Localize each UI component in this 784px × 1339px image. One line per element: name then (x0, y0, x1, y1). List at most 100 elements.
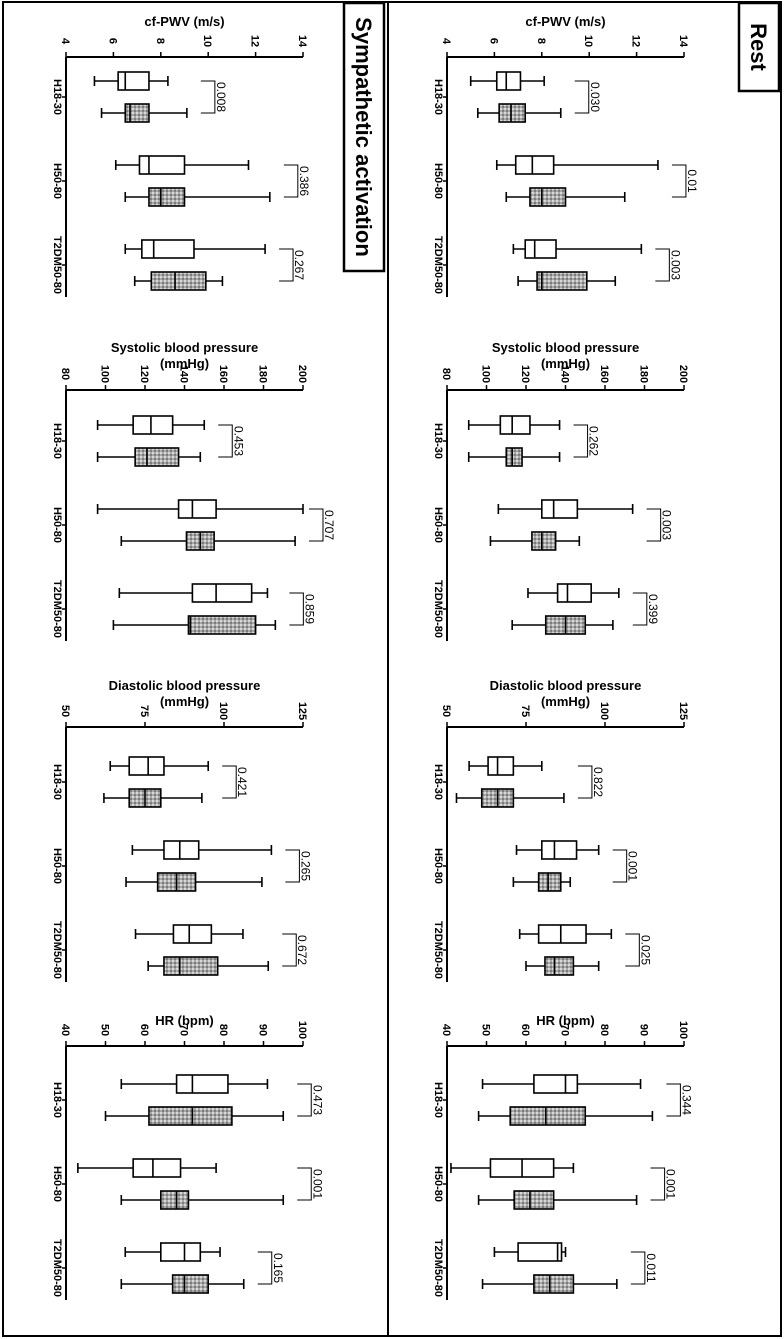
p-value-label: 0.386 (297, 166, 311, 196)
p-value-label: 0.262 (587, 426, 601, 456)
significance-bracket (630, 1251, 646, 1285)
p-value-label: 0.001 (310, 1169, 324, 1199)
axis-title: cf-PWV (m/s) (525, 14, 605, 29)
tick-label: 125 (296, 702, 308, 720)
open-box (191, 583, 253, 603)
category-label: H18-30 (432, 764, 444, 800)
tick-label: 75 (138, 705, 150, 717)
axis-title: Systolic blood pressure(mmHg) (492, 340, 639, 371)
p-value-label: 0.453 (231, 426, 245, 456)
significance-bracket (309, 508, 324, 542)
category-label: H50-80 (432, 163, 444, 199)
tick-label: 100 (217, 702, 229, 720)
significance-bracket (650, 1167, 666, 1201)
plot-2: Diastolic blood pressure(mmHg) 50 75 100 125… (51, 678, 312, 982)
open-box (132, 1158, 182, 1178)
tick-label: 60 (138, 1024, 150, 1036)
shaded-box (531, 531, 557, 551)
open-box (138, 155, 186, 175)
category-label: T2DM50-80 (51, 236, 63, 294)
p-value-label: 0.672 (295, 935, 309, 965)
significance-bracket (222, 765, 237, 799)
axis-title: cf-PWV (m/s) (144, 14, 224, 29)
shaded-box (509, 1106, 587, 1126)
tick-label: 90 (638, 1024, 650, 1036)
shaded-box (498, 103, 527, 123)
tick-label: 70 (178, 1024, 190, 1036)
significance-bracket (285, 849, 300, 883)
shaded-box (544, 956, 575, 976)
tick-label: 10 (582, 35, 594, 47)
significance-bracket (283, 164, 299, 198)
tick-label: 50 (59, 705, 71, 717)
tick-label: 160 (217, 365, 229, 383)
p-value-label: 0.421 (235, 767, 249, 797)
category-label: H50-80 (51, 507, 63, 543)
open-box (177, 499, 217, 519)
p-value-label: 0.822 (591, 767, 605, 797)
p-value-label: 0.01 (685, 169, 699, 193)
tick-label: 70 (559, 1024, 571, 1036)
tick-label: 8 (154, 38, 166, 44)
tick-label: 160 (598, 365, 610, 383)
tick-label: 125 (677, 702, 689, 720)
significance-bracket (218, 424, 233, 458)
category-label: H18-30 (432, 423, 444, 459)
tick-label: 14 (677, 35, 689, 48)
open-box (487, 756, 515, 776)
tick-label: 180 (257, 365, 269, 383)
category-label: H18-30 (432, 79, 444, 115)
tick-label: 4 (440, 38, 452, 45)
axis-title: Diastolic blood pressure(mmHg) (109, 678, 261, 709)
shaded-box (537, 872, 562, 892)
tick-label: 6 (487, 38, 499, 44)
shaded-box (187, 615, 257, 635)
axis-title-line: Systolic blood pressure (492, 340, 639, 355)
tick-label: 200 (677, 365, 689, 383)
category-label: H50-80 (432, 1166, 444, 1202)
open-box (117, 71, 150, 91)
tick-label: 40 (59, 1024, 71, 1036)
significance-bracket (279, 248, 294, 282)
open-box (537, 924, 587, 944)
axis-title: HR (bpm) (155, 1013, 214, 1028)
category-label: H18-30 (432, 1082, 444, 1118)
tick-label: 80 (59, 368, 71, 380)
shaded-box (513, 1190, 555, 1210)
axis-title: Diastolic blood pressure(mmHg) (490, 678, 642, 709)
open-box (540, 499, 579, 519)
shaded-box (150, 271, 207, 291)
category-label: T2DM50-80 (432, 1239, 444, 1297)
open-box (495, 71, 522, 91)
significance-bracket (574, 80, 590, 114)
panel-title-box (737, 1, 781, 93)
shaded-box (148, 1106, 233, 1126)
open-box (540, 840, 578, 860)
shaded-box (148, 187, 186, 207)
shaded-box (124, 103, 150, 123)
tick-label: 140 (559, 365, 571, 383)
p-value-label: 0.030 (588, 82, 602, 112)
open-box (172, 924, 213, 944)
p-value-label: 0.267 (292, 250, 306, 280)
category-label: H18-30 (51, 79, 63, 115)
tick-label: 100 (480, 365, 492, 383)
shaded-box (171, 1274, 209, 1294)
tick-label: 100 (677, 1021, 689, 1039)
tick-label: 50 (480, 1024, 492, 1036)
tick-label: 100 (296, 1021, 308, 1039)
panel-title-box (342, 1, 386, 273)
tick-label: 100 (598, 702, 610, 720)
tick-label: 180 (638, 365, 650, 383)
p-value-label: 0.011 (644, 1253, 658, 1282)
category-label: T2DM50-80 (51, 1239, 63, 1297)
tick-label: 120 (519, 365, 531, 383)
